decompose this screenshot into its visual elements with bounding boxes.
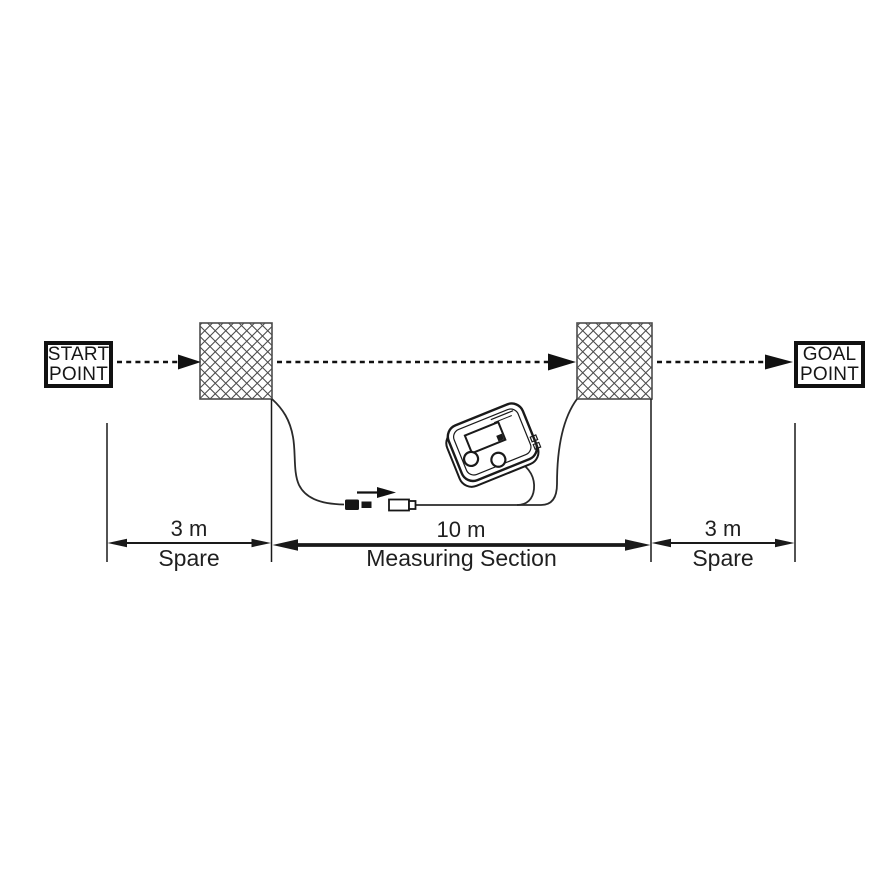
dimension-arrow-spare-left-icon bbox=[107, 538, 271, 548]
timer-display-dot bbox=[496, 433, 505, 442]
timer-cable-port bbox=[532, 441, 542, 451]
timer-device-icon bbox=[445, 402, 542, 488]
dimension-arrow-measuring-section-icon bbox=[272, 539, 651, 551]
direction-arrow-mat-to-goal-icon bbox=[657, 354, 793, 370]
cable-right-mat bbox=[415, 398, 578, 506]
start-point-label-line2: POINT bbox=[48, 363, 109, 385]
connector-socket-icon bbox=[388, 498, 417, 512]
spare-left-distance: 3 m bbox=[170, 516, 208, 541]
timer-cable-port bbox=[529, 434, 539, 443]
timer-button-right bbox=[490, 451, 507, 468]
dimension-arrow-spare-right-icon bbox=[651, 538, 795, 548]
timer-brand-line bbox=[490, 410, 514, 421]
dimension-extension-lines bbox=[106, 399, 796, 562]
direction-arrow-start-to-mat-icon bbox=[117, 354, 201, 370]
spare-left-label: Spare bbox=[158, 545, 220, 571]
spare-right-label: Spare bbox=[692, 545, 754, 571]
timer-button-left bbox=[462, 450, 480, 468]
spare-right-distance: 3 m bbox=[704, 516, 742, 541]
goal-point-label-line2: POINT bbox=[799, 363, 860, 385]
cable-timer-loop bbox=[516, 461, 535, 506]
goal-point-box: GOAL POINT bbox=[794, 341, 865, 388]
timer-display bbox=[463, 420, 507, 455]
goal-point-label-line1: GOAL bbox=[802, 343, 857, 365]
cable-left-mat bbox=[271, 398, 345, 506]
start-point-box: START POINT bbox=[44, 341, 113, 388]
sensor-mat-left-icon bbox=[199, 322, 273, 400]
start-point-label-line1: START bbox=[47, 343, 110, 365]
measuring-section-label: Measuring Section bbox=[366, 545, 557, 571]
sensor-mat-right-icon bbox=[576, 322, 653, 400]
connector-direction-arrow-icon bbox=[357, 487, 396, 498]
connector-plug-icon bbox=[345, 499, 372, 510]
direction-arrow-measuring-icon bbox=[277, 353, 576, 371]
measuring-section-distance: 10 m bbox=[436, 517, 486, 542]
